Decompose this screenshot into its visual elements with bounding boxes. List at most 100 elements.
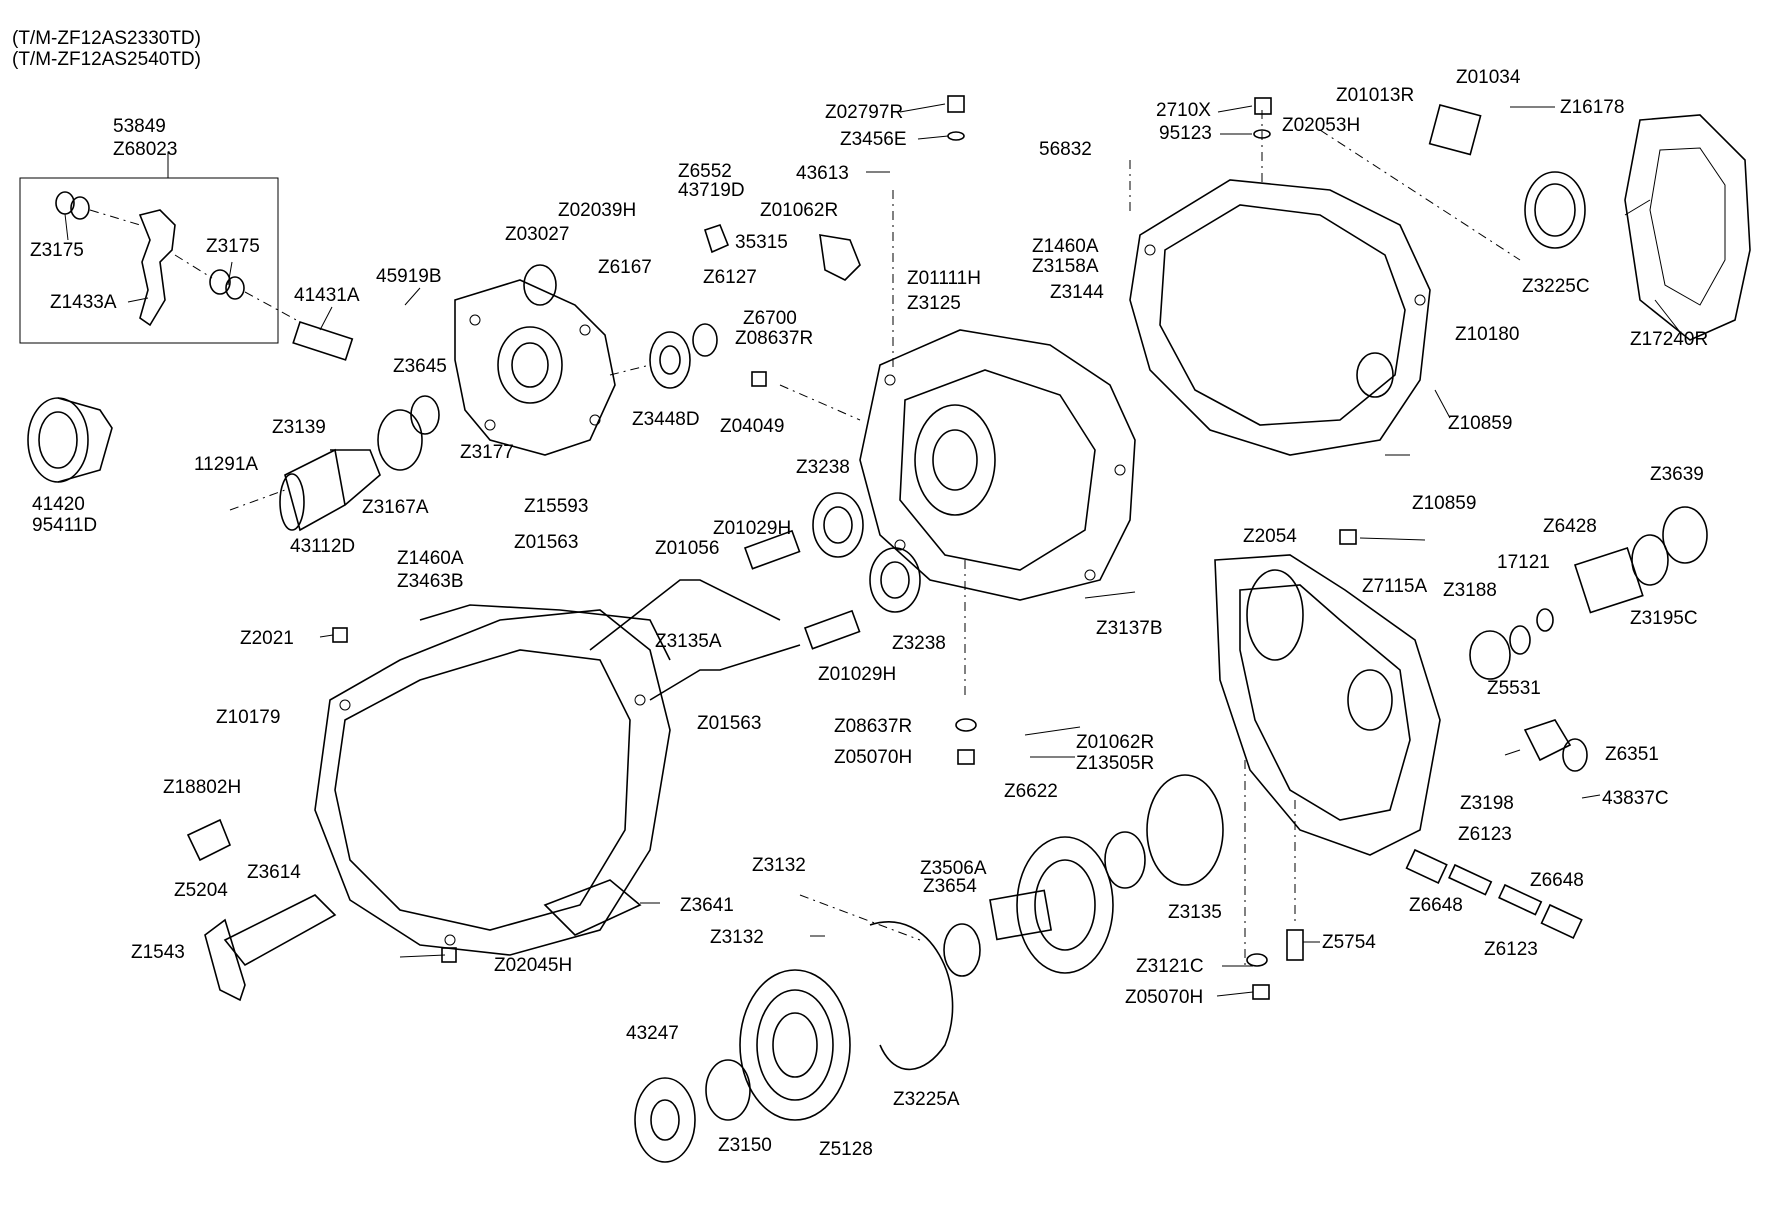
label-z05070h-center: Z05070H (834, 747, 913, 768)
label-41420: 41420 (32, 494, 85, 515)
label-z6123-upper: Z6123 (1458, 824, 1512, 845)
gear-z3238-upper (812, 492, 864, 558)
plug-z18802h (186, 818, 232, 862)
guide-sleeve (279, 448, 381, 532)
ring-z3195c (1631, 534, 1669, 586)
bearing-z3188 (1469, 630, 1511, 680)
label-z10859-lower: Z10859 (1412, 493, 1477, 514)
label-z6552: Z6552 (678, 161, 732, 182)
plate-z3641 (543, 879, 642, 936)
label-z3177: Z3177 (460, 442, 514, 463)
label-z3139: Z3139 (272, 417, 326, 438)
label-z10859-upper: Z10859 (1448, 413, 1513, 434)
label-43613: 43613 (796, 163, 849, 184)
label-z68023: Z68023 (113, 139, 178, 160)
rear-housing-lower (1214, 554, 1441, 856)
bearing-cup-z5128 (739, 969, 851, 1121)
gear-z3238-lower (869, 547, 921, 613)
label-z01029h-lower: Z01029H (818, 664, 897, 685)
label-z1543: Z1543 (131, 942, 185, 963)
gasket-z3167a (377, 409, 423, 471)
label-z3175-right: Z3175 (206, 236, 260, 257)
label-z3144: Z3144 (1050, 282, 1104, 303)
label-2710x: 2710X (1156, 100, 1211, 121)
label-z6648-left: Z6648 (1409, 895, 1463, 916)
washer-z3456e (947, 131, 965, 141)
label-z3135: Z3135 (1168, 902, 1222, 923)
label-z3198: Z3198 (1460, 793, 1514, 814)
label-43719d: 43719D (678, 180, 745, 201)
release-fork (55, 191, 301, 327)
label-z5128: Z5128 (819, 1139, 873, 1160)
plug-z2021 (332, 627, 348, 643)
label-z3135a: Z3135A (655, 631, 722, 652)
label-z01056: Z01056 (655, 538, 720, 559)
label-z3175-left: Z3175 (30, 240, 84, 261)
label-45919b: 45919B (376, 266, 442, 287)
label-z3188: Z3188 (1443, 580, 1497, 601)
seal-z3448d (649, 331, 691, 389)
seal-z3448d-inner (659, 345, 681, 375)
ring-17121 (1536, 608, 1554, 632)
label-z3448d: Z3448D (632, 409, 700, 430)
label-z05070h-right: Z05070H (1125, 987, 1204, 1008)
plate-z01034 (1428, 104, 1482, 156)
label-z6127: Z6127 (703, 267, 757, 288)
label-z03027: Z03027 (505, 224, 570, 245)
label-z3225a: Z3225A (893, 1089, 960, 1110)
tube-z01029h-upper (743, 529, 801, 570)
ring-z3654 (943, 923, 981, 977)
label-z10180: Z10180 (1455, 324, 1520, 345)
label-11291a: 11291A (194, 454, 259, 475)
label-z3195c: Z3195C (1630, 608, 1698, 629)
label-z01062r-center: Z01062R (1076, 732, 1155, 753)
label-z6351: Z6351 (1605, 744, 1659, 765)
rod-z3135a (649, 644, 801, 701)
plug-z2054 (1339, 529, 1357, 545)
label-z1433a: Z1433A (50, 292, 117, 313)
label-43247: 43247 (626, 1023, 679, 1044)
label-z16178: Z16178 (1560, 97, 1625, 118)
label-z2054: Z2054 (1243, 526, 1297, 547)
plug-z05070h-center (957, 749, 975, 765)
label-53849: 53849 (113, 116, 166, 137)
label-95123: 95123 (1159, 123, 1212, 144)
pump-gear (523, 264, 557, 306)
gasket-z17240r (1624, 114, 1751, 341)
label-z01111h: Z01111H (907, 268, 981, 289)
label-z17240r: Z17240R (1630, 329, 1709, 350)
label-z08637r-top: Z08637R (735, 328, 814, 349)
label-z3463b: Z3463B (397, 571, 464, 592)
label-z3150: Z3150 (718, 1135, 772, 1156)
label-z02053h: Z02053H (1282, 115, 1361, 136)
filter-z6428 (1573, 546, 1644, 614)
label-z3614: Z3614 (247, 862, 301, 883)
label-35315: 35315 (735, 232, 788, 253)
label-z3654: Z3654 (923, 876, 977, 897)
plug-z05070h-right (1252, 984, 1270, 1000)
label-z10179: Z10179 (216, 707, 281, 728)
label-z6428: Z6428 (1543, 516, 1597, 537)
rear-housing-upper (1129, 179, 1431, 456)
label-z3238-upper: Z3238 (796, 457, 850, 478)
label-z3238-lower: Z3238 (892, 633, 946, 654)
label-z01029h-upper: Z01029H (713, 518, 792, 539)
label-z3167a: Z3167A (362, 497, 429, 518)
label-41431a: 41431A (294, 285, 360, 306)
label-z13505r: Z13505R (1076, 753, 1155, 774)
oil-pump-housing (454, 279, 616, 456)
label-z6700: Z6700 (743, 308, 797, 329)
label-z7115a: Z7115A (1362, 576, 1428, 597)
label-95411d: 95411D (32, 515, 98, 536)
label-z3639: Z3639 (1650, 464, 1704, 485)
fork-kit-box (19, 177, 279, 344)
plug-2710x (1254, 97, 1272, 115)
spring-z6648-right (1540, 903, 1583, 939)
label-z02797r: Z02797R (825, 102, 904, 123)
snap-ring-z3225a (869, 921, 954, 1071)
label-z3645: Z3645 (393, 356, 447, 377)
washer-z3121c (1246, 953, 1268, 967)
label-z1460a-top: Z1460A (1032, 236, 1099, 257)
oring-z13505r (1104, 831, 1146, 889)
